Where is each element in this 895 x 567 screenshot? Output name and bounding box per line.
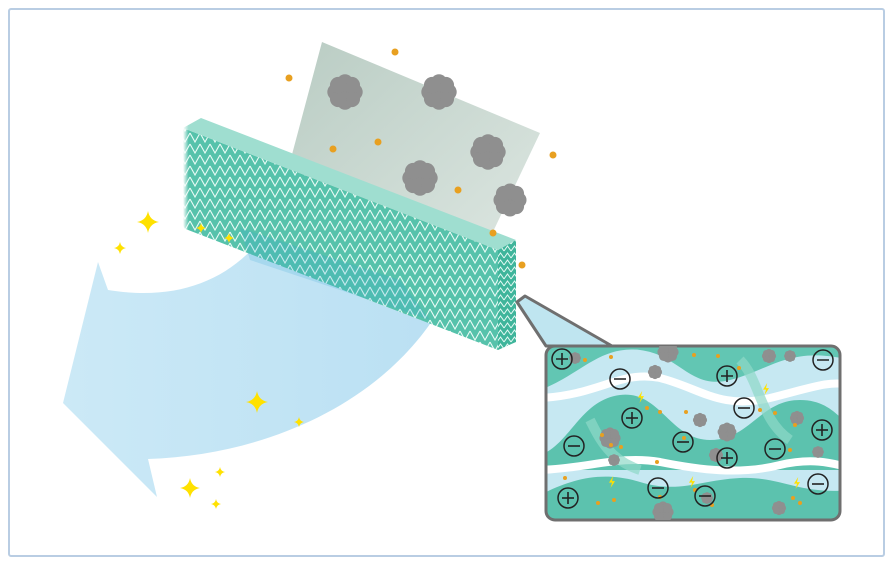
pollen-dot-icon [716, 354, 720, 358]
filter-block [183, 118, 516, 350]
dust-cluster-icon [692, 412, 708, 428]
pollen-dot-icon [692, 353, 696, 357]
pollen-dot-icon [374, 138, 382, 146]
dust-cluster-icon [784, 350, 796, 362]
positive-charge-icon [716, 365, 738, 387]
negative-charge-icon [764, 438, 786, 460]
negative-charge-icon [807, 473, 829, 495]
dust-cluster-icon [608, 454, 620, 466]
pollen-dot-icon [329, 145, 337, 153]
sparkle-icon [114, 242, 126, 254]
dust-cluster-icon [652, 501, 674, 520]
zoom-inset [544, 344, 842, 522]
pollen-dot-icon [609, 443, 613, 447]
static-charge-icon [794, 477, 800, 489]
dust-cluster-icon [812, 446, 824, 458]
positive-charge-icon [716, 447, 738, 469]
pollen-dot-icon [549, 151, 557, 159]
pollen-dot-icon [658, 410, 662, 414]
pollen-dot-icon [518, 261, 526, 269]
pollen-dot-icon [454, 186, 462, 194]
pollen-dot-icon [791, 496, 795, 500]
pollen-dot-icon [489, 229, 497, 237]
static-charge-icon [609, 476, 615, 488]
pollen-dot-icon [612, 498, 616, 502]
pollen-dot-icon [655, 460, 659, 464]
dust-cluster-icon [657, 346, 679, 363]
pollen-dot-icon [285, 74, 293, 82]
dust-cluster-icon [761, 348, 777, 364]
dust-cluster-icon [789, 410, 805, 426]
static-charge-icon [763, 383, 769, 395]
static-charge-icon [638, 391, 644, 403]
sparkle-icon [180, 478, 200, 498]
pollen-dot-icon [788, 448, 792, 452]
negative-charge-icon [694, 485, 716, 507]
pollen-dot-icon [737, 366, 741, 370]
pollen-dot-icon [682, 436, 686, 440]
pollen-dot-icon [391, 48, 399, 56]
dust-cluster-icon [327, 74, 363, 110]
positive-charge-icon [811, 419, 833, 441]
pollen-dot-icon [798, 501, 802, 505]
sparkle-icon [137, 211, 159, 233]
negative-charge-icon [563, 435, 585, 457]
zoom-callout-pointer [515, 294, 614, 348]
pollen-dot-icon [645, 406, 649, 410]
dust-cluster-icon [470, 134, 506, 170]
sparkle-icon [215, 467, 225, 477]
dust-cluster-icon [421, 74, 457, 110]
pollen-dot-icon [596, 501, 600, 505]
pollen-dot-icon [793, 423, 797, 427]
sparkle-icon [294, 417, 304, 427]
dust-particles [327, 74, 527, 217]
positive-charge-icon [557, 487, 579, 509]
pollen-dot-icon [563, 476, 567, 480]
pollen-dot-icon [609, 355, 613, 359]
pollen-dot-icon [583, 358, 587, 362]
pollen-particles [285, 48, 557, 269]
sparkle-icon [246, 391, 268, 413]
clean-air-arrow [63, 245, 445, 497]
sparkle-icon [211, 499, 221, 509]
negative-charge-icon [733, 397, 755, 419]
static-charge-icon [689, 476, 695, 488]
pollen-dot-icon [773, 411, 777, 415]
pollen-dot-icon [619, 445, 623, 449]
positive-charge-icon [621, 407, 643, 429]
dust-cluster-icon [701, 492, 713, 504]
negative-charge-icon [647, 477, 669, 499]
sparkle-icon [196, 223, 206, 233]
positive-charge-icon [551, 348, 573, 370]
dust-cluster-icon [647, 364, 663, 380]
sparkles [114, 211, 304, 509]
negative-charge-icon [812, 349, 834, 371]
negative-charge-icon [672, 431, 694, 453]
pollen-dot-icon [758, 408, 762, 412]
dust-cluster-icon [402, 160, 438, 196]
negative-charge-icon [609, 368, 631, 390]
pollen-dot-icon [684, 410, 688, 414]
dust-cluster-icon [771, 500, 787, 516]
sparkle-icon [224, 233, 234, 243]
dust-cluster-icon [493, 183, 527, 217]
dust-cluster-icon [717, 422, 737, 442]
pollen-dot-icon [600, 433, 604, 437]
